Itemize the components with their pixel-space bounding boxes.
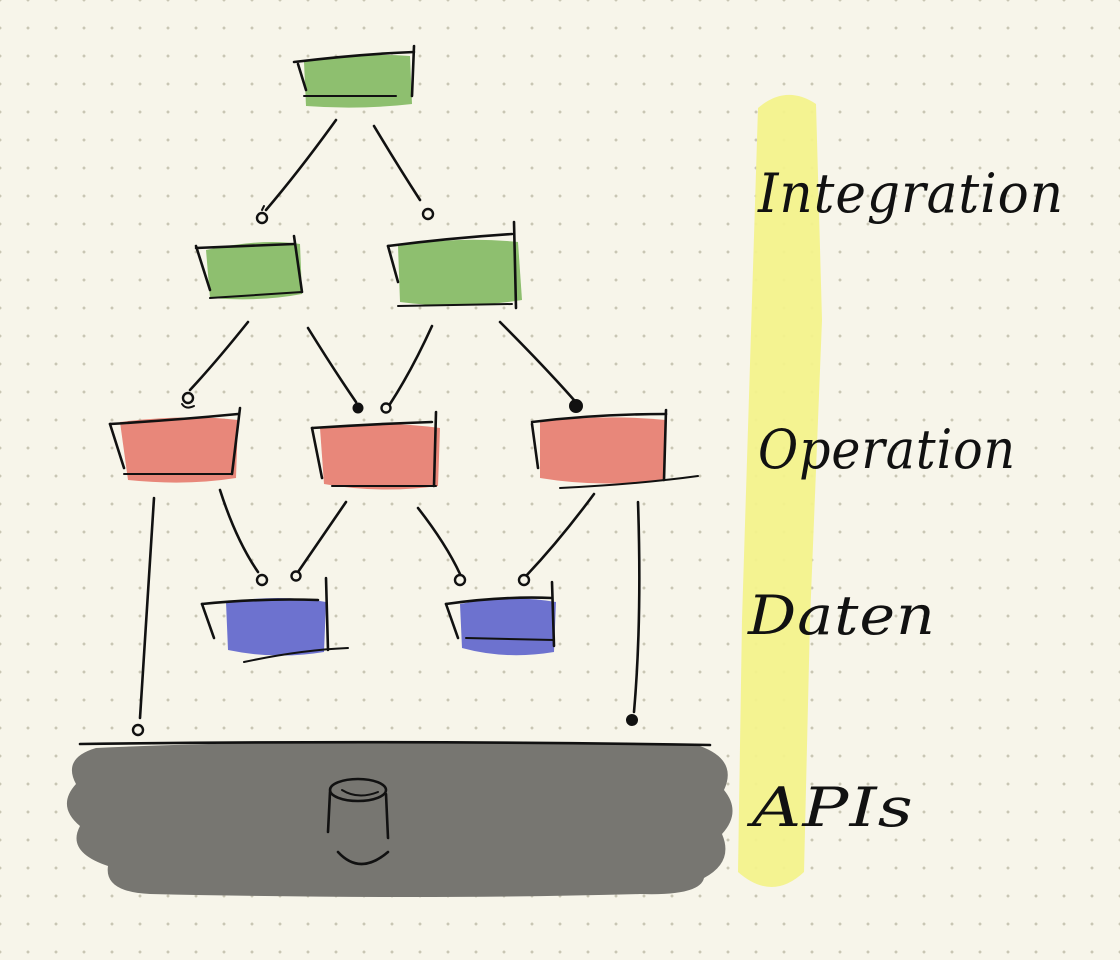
connector-opleft-to-datleft xyxy=(218,488,260,574)
operation-box-right xyxy=(530,408,699,489)
database-icon xyxy=(326,777,390,866)
daten-box-right xyxy=(444,580,556,656)
connector-opleft-to-apis xyxy=(138,496,156,720)
layer-label-daten: Daten xyxy=(747,584,936,647)
connector-intright-to-opright xyxy=(498,320,576,402)
layer-label-integration: Integration xyxy=(757,162,1064,225)
operation-box-left xyxy=(108,406,242,483)
connector-opright-to-apis xyxy=(632,500,641,714)
layer-label-apis: APIs xyxy=(746,776,914,839)
integration-box-right xyxy=(386,220,522,310)
connector-intleft-to-opleft xyxy=(188,320,250,392)
daten-box-left xyxy=(200,576,349,663)
integration-box-top xyxy=(292,44,416,108)
integration-box-left xyxy=(194,234,304,300)
highlighter-stripe xyxy=(738,94,822,888)
connector-intleft-to-opmid xyxy=(306,326,358,404)
connector-opmid-to-datright xyxy=(416,506,462,576)
connector-lines xyxy=(138,118,641,720)
connector-top-to-right xyxy=(372,124,422,202)
layer-label-operation: Operation xyxy=(758,418,1016,481)
connector-markers xyxy=(131,205,638,737)
apis-platform xyxy=(66,740,733,897)
connector-intright-to-opmid xyxy=(388,324,434,406)
connector-top-to-left xyxy=(264,118,338,212)
operation-box-middle xyxy=(310,410,440,490)
connector-opmid-to-datleft xyxy=(296,500,348,574)
connector-opright-to-datright xyxy=(524,492,596,578)
